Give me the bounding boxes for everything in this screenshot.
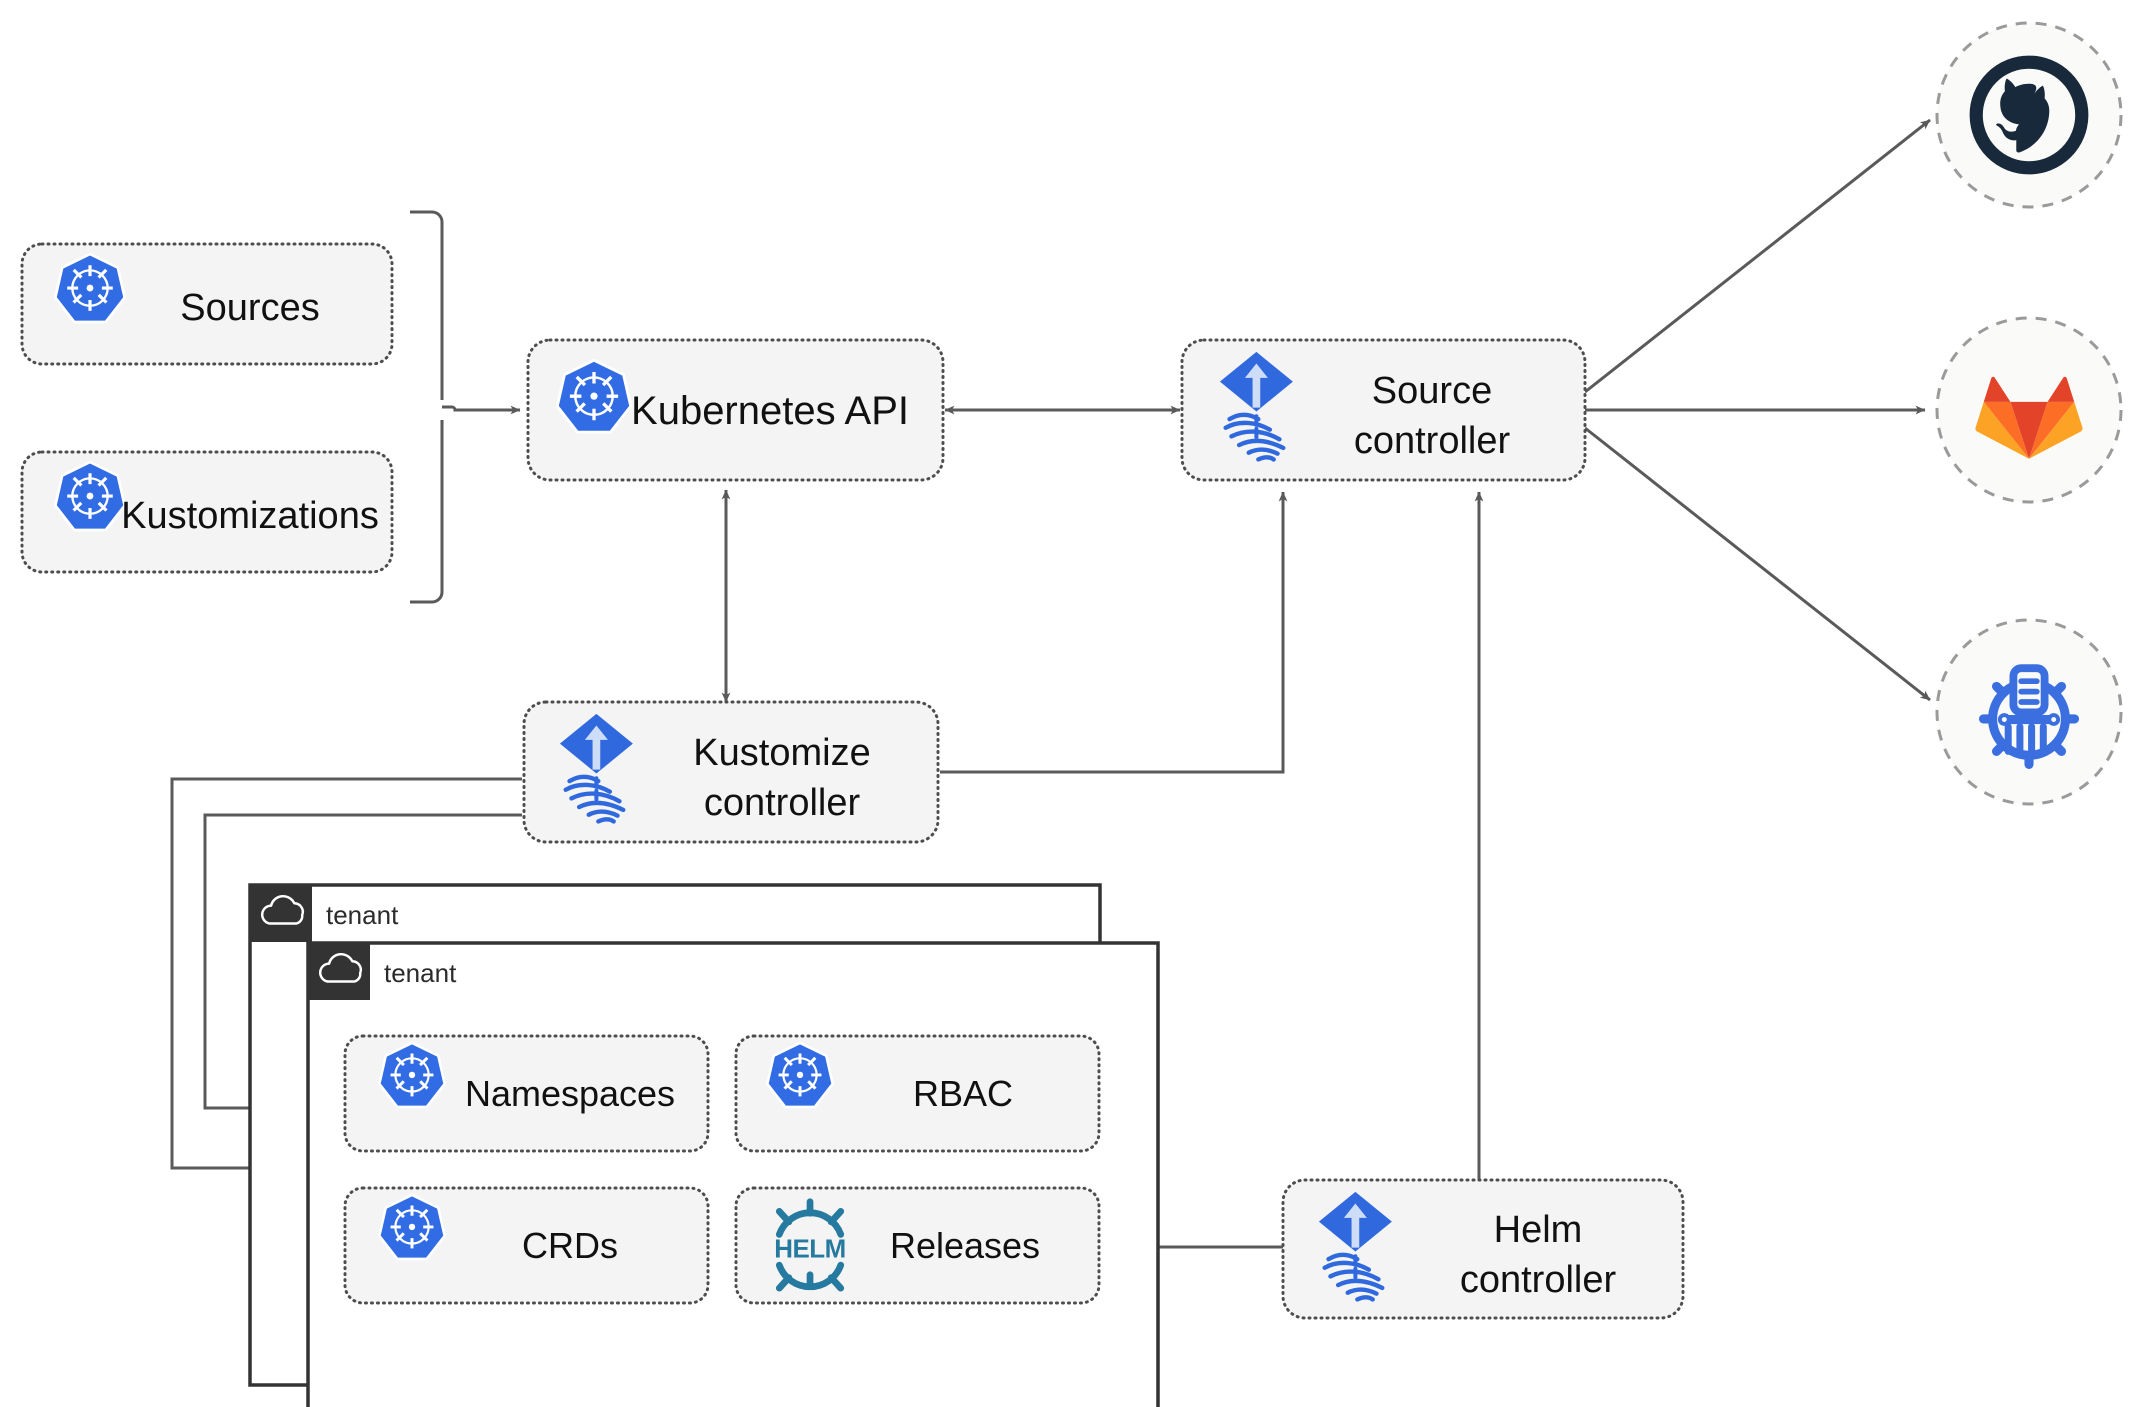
tenant-front-frame [306, 941, 1160, 1407]
helm-repository-icon [1984, 668, 2075, 764]
source-controller-label-line2: controller [1354, 420, 1511, 462]
source-chartmuseum-link [1584, 426, 1931, 702]
helm-logo-icon [774, 1202, 846, 1288]
tenant-resource-releases[interactable]: Releases [734, 1186, 1101, 1305]
helm-controller-label-line1: Helm [1494, 1209, 1583, 1251]
tenant-resource-namespaces[interactable]: Namespaces [343, 1034, 710, 1153]
kustomize-controller-label-line1: Kustomize [693, 732, 870, 774]
tenant-resource-crds[interactable]: CRDs [343, 1186, 710, 1305]
crds-label: CRDs [522, 1225, 618, 1266]
tenant-back-label: tenant [326, 900, 399, 930]
tenant-front[interactable]: tenant [306, 941, 1160, 1407]
tenant-front-label: tenant [384, 958, 457, 988]
kustomize-tenant-back-link [170, 777, 522, 1173]
kustomize-source-link [940, 491, 1288, 774]
provider-github[interactable] [1935, 21, 2123, 209]
kubernetes-api-label: Kubernetes API [631, 389, 909, 433]
releases-label: Releases [890, 1225, 1040, 1266]
kustomize-controller-label-line2: controller [704, 782, 861, 824]
kustomize-controller-box [522, 700, 940, 844]
tenant-resource-rbac[interactable]: RBAC [734, 1034, 1101, 1153]
node-source-controller[interactable]: Source controller [1180, 338, 1587, 482]
source-controller-label-line1: Source [1372, 370, 1492, 412]
node-helm-controller[interactable]: Helm controller [1281, 1178, 1685, 1320]
rbac-label: RBAC [913, 1073, 1013, 1114]
kustomizations-label: Kustomizations [121, 495, 379, 537]
helm-controller-label-line2: controller [1460, 1259, 1617, 1301]
resource-sources[interactable]: Sources [20, 242, 394, 366]
bracket-to-api-line [442, 405, 521, 415]
bracket-top-arm [410, 210, 444, 400]
bracket-bottom-arm [410, 420, 444, 604]
provider-gitlab[interactable] [1935, 316, 2123, 504]
kubernetes-api-box [526, 338, 945, 482]
node-kubernetes-api[interactable]: Kubernetes API [526, 338, 945, 482]
node-kustomize-controller[interactable]: Kustomize controller [522, 700, 940, 844]
sources-label: Sources [180, 287, 319, 329]
resource-kustomizations[interactable]: Kustomizations [20, 450, 394, 574]
namespaces-label: Namespaces [465, 1073, 675, 1114]
provider-chartmuseum[interactable] [1935, 618, 2123, 806]
source-github-link [1584, 118, 1931, 394]
